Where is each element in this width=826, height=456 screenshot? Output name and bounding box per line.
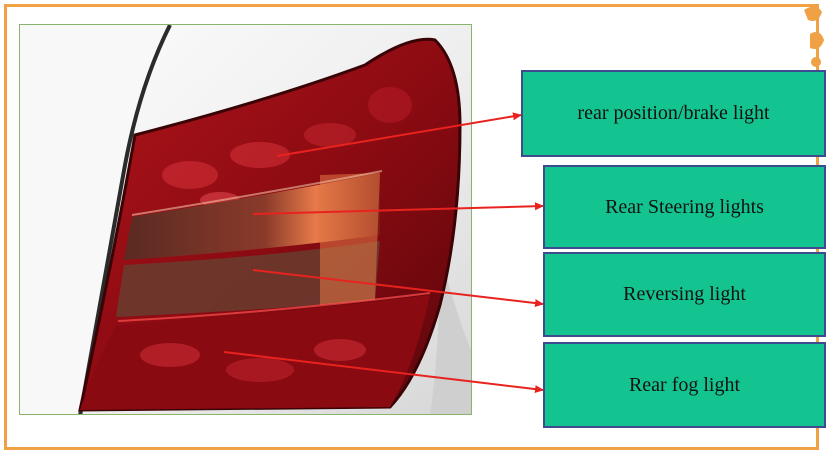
label-text: Rear fog light (629, 374, 740, 397)
reflector-highlight (320, 173, 380, 305)
watermark-mark (796, 0, 826, 70)
label-text: rear position/brake light (577, 102, 769, 125)
label-text: Reversing light (623, 283, 746, 306)
label-text: Rear Steering lights (605, 196, 764, 219)
tail-light-photo (19, 24, 472, 415)
label-reversing-light: Reversing light (543, 252, 826, 337)
label-rear-fog-light: Rear fog light (543, 342, 826, 428)
label-rear-position-brake-light: rear position/brake light (521, 70, 826, 157)
tail-light-illustration (20, 25, 472, 415)
label-rear-steering-lights: Rear Steering lights (543, 165, 826, 249)
